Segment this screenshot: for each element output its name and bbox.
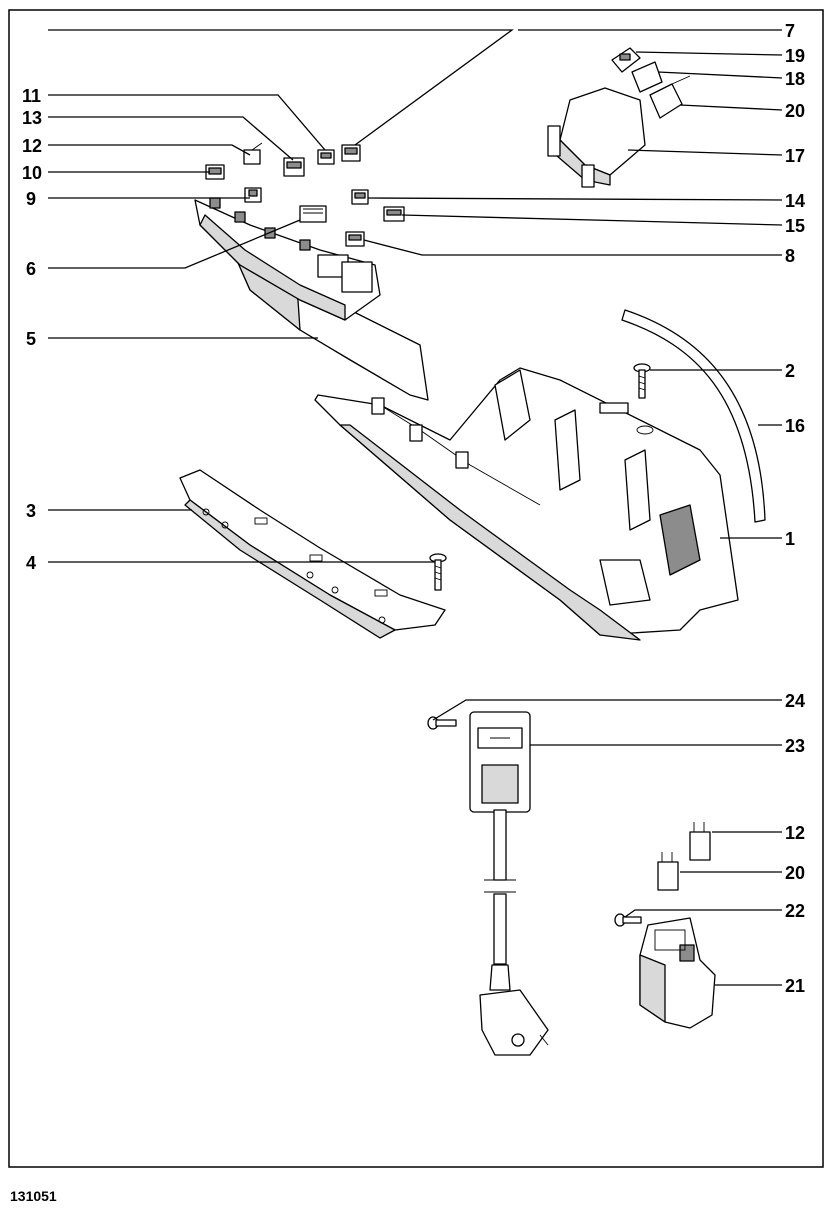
part-18-connector — [631, 61, 663, 93]
part-15-connector — [383, 206, 405, 222]
part-17-relay-block — [547, 87, 646, 188]
callout-12-lower: 12 — [785, 823, 805, 843]
callout-16: 16 — [785, 416, 805, 436]
callout-4: 4 — [26, 553, 36, 573]
callout-19: 19 — [785, 46, 805, 66]
callout-7: 7 — [785, 21, 795, 41]
part-6-connector — [299, 205, 327, 223]
part-22-screw — [614, 913, 642, 927]
part-12-connector-lower — [689, 822, 711, 861]
callout-1: 1 — [785, 529, 795, 549]
part-19-connector — [611, 47, 641, 73]
callout-21: 21 — [785, 976, 805, 996]
callout-15: 15 — [785, 216, 805, 236]
drawing-frame — [8, 9, 824, 1168]
part-21-suppressor — [639, 917, 716, 1029]
callout-13: 13 — [22, 108, 42, 128]
part-4-screw — [429, 553, 447, 591]
part-13-connector — [283, 157, 305, 177]
callout-6: 6 — [26, 259, 36, 279]
part-11-connector — [317, 149, 335, 165]
callout-11: 11 — [22, 86, 41, 106]
part-24-screw — [427, 716, 457, 730]
callout-20: 20 — [785, 101, 805, 121]
callout-20-lower: 20 — [785, 863, 805, 883]
part-20-connector — [649, 75, 691, 119]
callout-12: 12 — [22, 136, 42, 156]
drawing-number: 131051 — [10, 1188, 57, 1204]
callout-5: 5 — [26, 329, 36, 349]
part-2-screw — [633, 363, 651, 399]
leader-lines — [48, 29, 783, 986]
callout-17: 17 — [785, 146, 805, 166]
part-1-main-housing — [314, 367, 739, 641]
part-9-connector — [244, 187, 262, 203]
callout-8: 8 — [785, 246, 795, 266]
callout-2: 2 — [785, 361, 795, 381]
callout-3: 3 — [26, 501, 36, 521]
callout-24: 24 — [785, 691, 805, 711]
callout-9: 9 — [26, 189, 36, 209]
part-7-connector — [341, 144, 361, 162]
callout-10: 10 — [22, 163, 42, 183]
part-23-mains-cable — [469, 711, 549, 1056]
part-8-connector — [345, 231, 365, 247]
part-14-connector — [351, 189, 369, 205]
part-16-hose — [621, 309, 766, 523]
callout-14: 14 — [785, 191, 805, 211]
control-module-board — [194, 197, 381, 321]
callouts: 7 19 18 20 17 14 15 8 2 16 1 24 23 12 20… — [22, 21, 805, 996]
callout-23: 23 — [785, 736, 805, 756]
callout-22: 22 — [785, 901, 805, 921]
callout-18: 18 — [785, 69, 805, 89]
part-3-support-bracket — [179, 469, 446, 639]
part-20-connector-lower — [657, 852, 679, 891]
